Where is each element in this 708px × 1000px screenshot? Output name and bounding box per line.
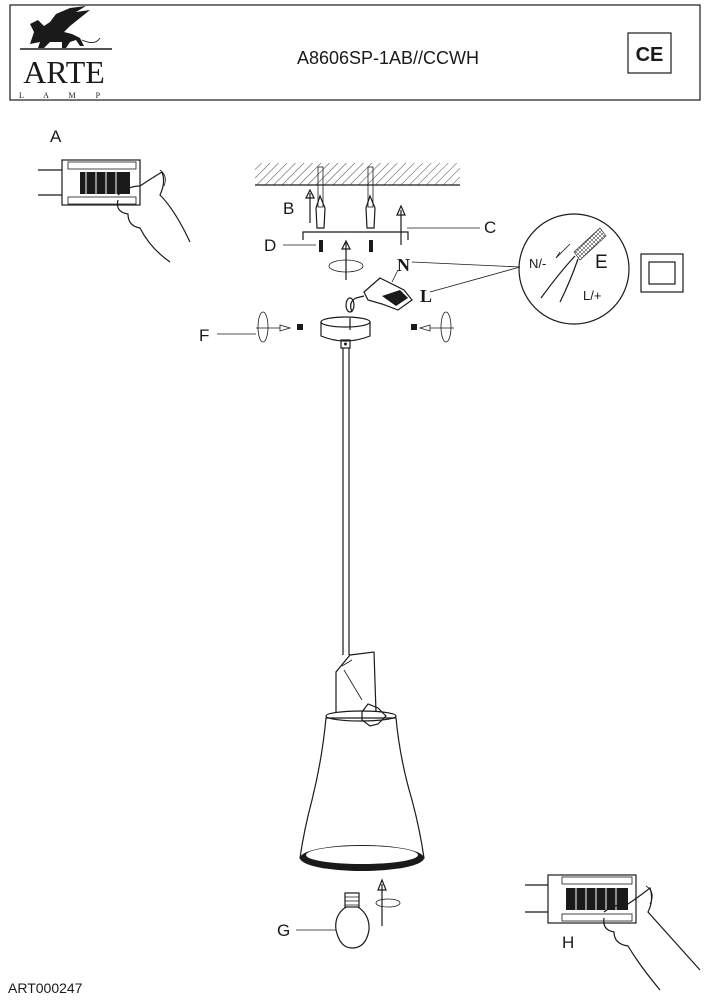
suspension-cord [342, 348, 350, 655]
rotate-arrow-icon [375, 878, 401, 926]
document-code: ART000247 [8, 980, 83, 996]
light-bulb-icon [335, 892, 370, 949]
ceiling-anchor-screws-icon [315, 166, 376, 229]
label-live: L/+ [583, 288, 601, 303]
header-frame [9, 4, 701, 101]
up-arrow-icon [305, 188, 315, 223]
rotate-screw-icon [411, 311, 454, 343]
brand-name: ARTE [23, 54, 105, 90]
model-number: A8606SP-1AB//CCWH [297, 48, 479, 68]
label-neutral: N/- [529, 256, 546, 271]
terminal-block-icon [38, 159, 141, 206]
label-f: F [199, 326, 209, 345]
wire-detail: N/- E L/+ [518, 213, 630, 325]
ceiling [255, 163, 460, 185]
ce-mark-box [627, 32, 672, 74]
up-arrow-icon [396, 204, 406, 245]
rotate-arrow-icon [328, 239, 364, 280]
adjustment-knob [361, 703, 387, 727]
label-b: B [283, 199, 294, 218]
rotate-screw-icon [256, 311, 303, 343]
bracket-screws-icon [319, 240, 373, 252]
label-g: G [277, 921, 290, 940]
label-n: N [397, 255, 410, 275]
header: ARTE L A M P A8606SP-1AB//CCWH CE [9, 4, 701, 101]
brand-subtitle: L A M P [19, 91, 109, 100]
lamp-shade [299, 651, 425, 871]
terminal-block-icon [525, 874, 637, 924]
hand-icon [603, 885, 701, 991]
ce-mark: CE [636, 44, 664, 66]
label-l: L [420, 286, 432, 306]
label-d: D [264, 236, 276, 255]
label-h: H [562, 933, 574, 952]
label-c: C [484, 218, 496, 237]
label-a: A [50, 127, 62, 146]
winged-lion-logo-icon [20, 6, 112, 50]
double-insulation-icon [640, 253, 684, 293]
hand-icon [116, 169, 191, 263]
mounting-bracket [302, 231, 409, 240]
wire-connector-icon [345, 277, 413, 330]
canopy [320, 316, 371, 349]
label-e: E [595, 252, 608, 273]
